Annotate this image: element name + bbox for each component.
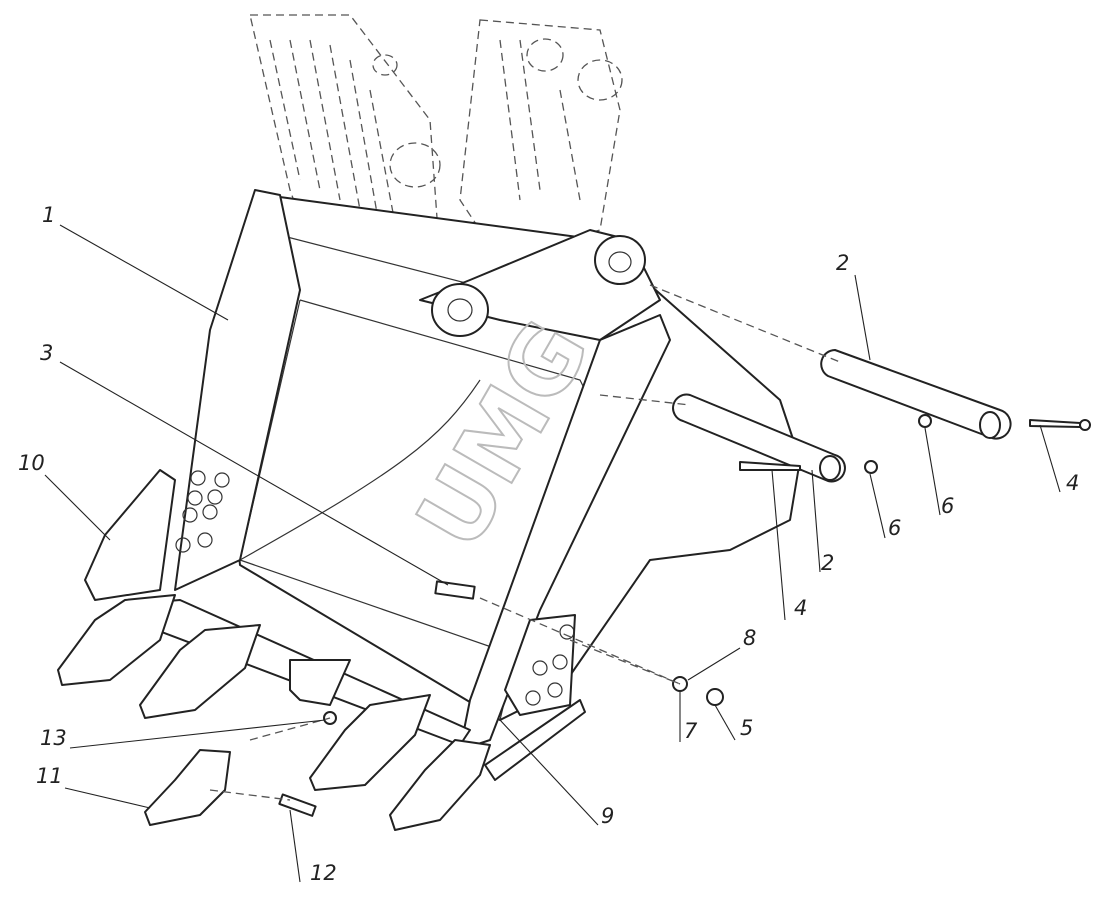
callout-11: 11	[36, 764, 63, 788]
callout-2: 2	[836, 251, 849, 275]
tooth-pin	[278, 793, 317, 817]
callout-8: 8	[743, 626, 756, 650]
tooth-exploded	[144, 749, 231, 826]
callout-4: 4	[1066, 471, 1079, 495]
callout-13: 13	[40, 726, 67, 750]
callout-6: 6	[941, 494, 954, 518]
callout-9: 9	[601, 804, 614, 828]
leader-lines	[44, 224, 1061, 883]
callout-12: 12	[310, 861, 337, 885]
callout-labels: 1 2 3 10 4 6 6 2 4 8 7 5 13 11 9 12	[18, 203, 1079, 885]
callout-10: 10	[18, 451, 45, 475]
callout-7: 7	[684, 719, 698, 743]
callout-4b: 4	[794, 596, 807, 620]
fasteners	[209, 284, 1091, 801]
callout-3: 3	[40, 341, 53, 365]
callout-2b: 2	[821, 551, 834, 575]
callout-1: 1	[42, 203, 55, 227]
callout-6b: 6	[888, 516, 901, 540]
teeth	[57, 594, 491, 831]
callout-5: 5	[740, 716, 753, 740]
